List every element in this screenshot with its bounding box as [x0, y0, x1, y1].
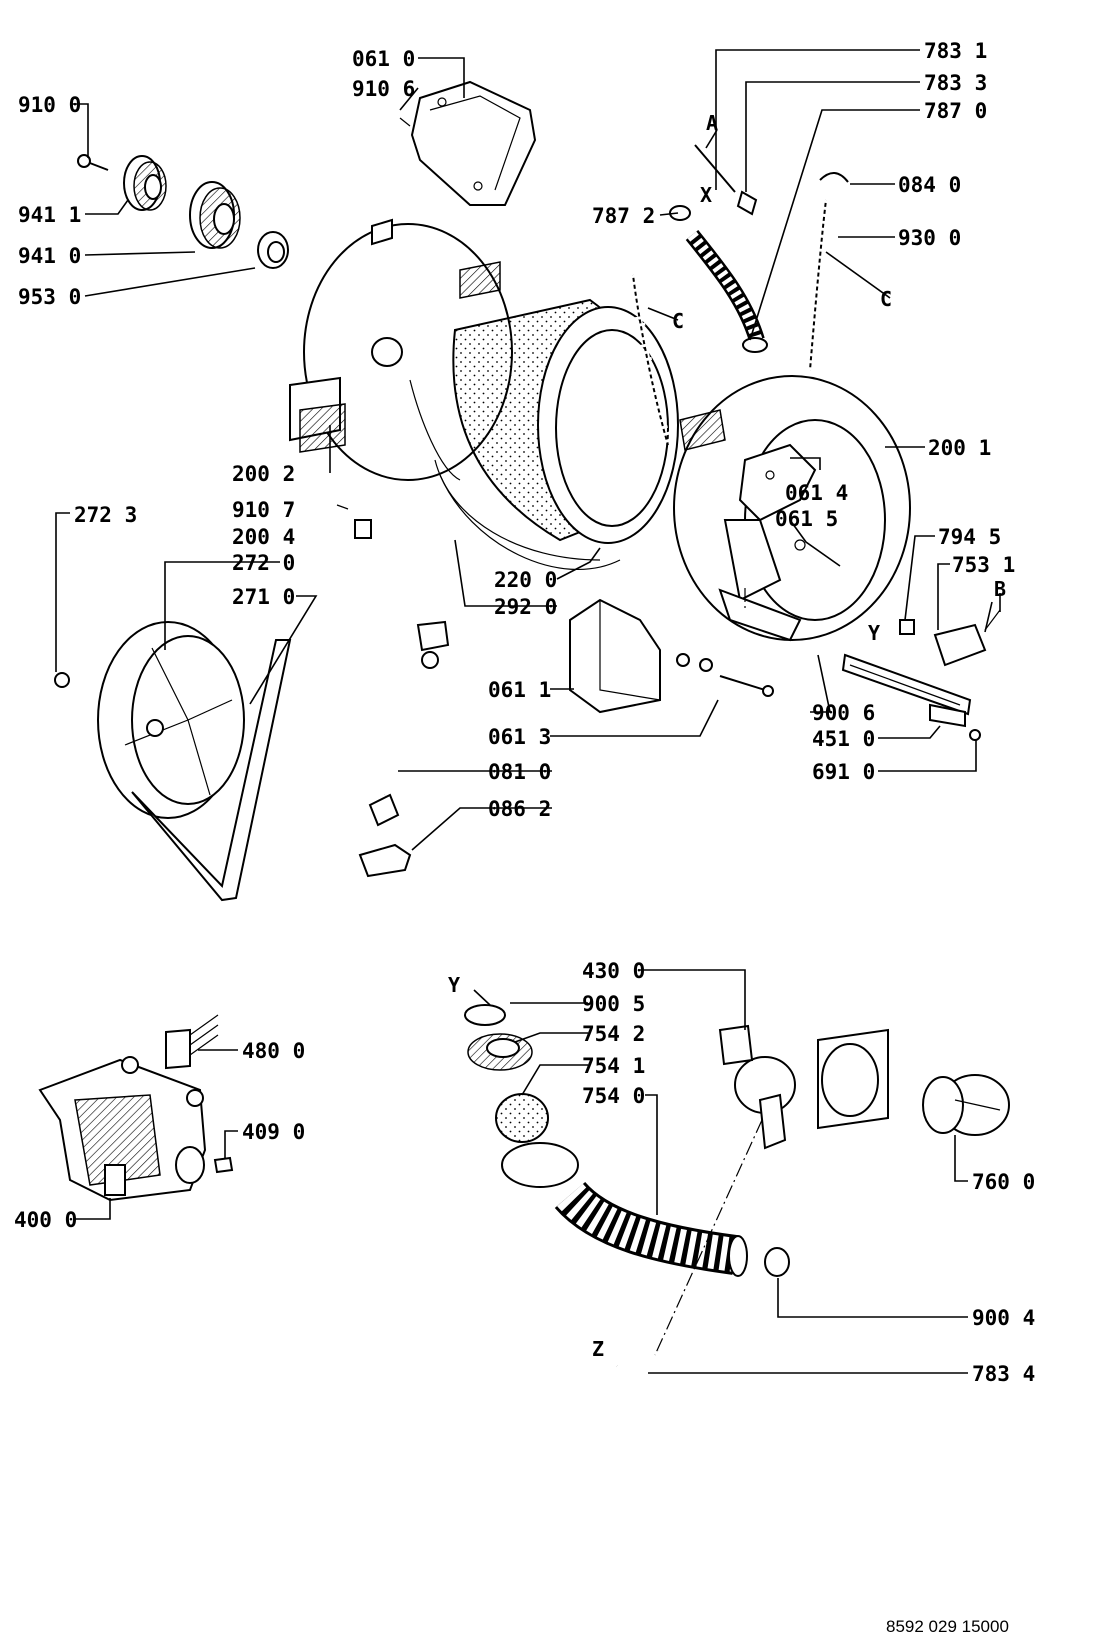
- nut-2723-part: [54, 672, 70, 688]
- label-7541: 754 1: [582, 1054, 645, 1078]
- label-7833: 783 3: [924, 71, 987, 95]
- label-9411: 941 1: [18, 203, 81, 227]
- clamp-9004-part: [764, 1247, 790, 1277]
- drum-2200-part: [434, 298, 679, 570]
- connector-4800-part: [165, 1014, 219, 1070]
- label-7834: 783 4: [972, 1362, 1035, 1386]
- label-0810: 081 0: [488, 760, 551, 784]
- label-9530: 953 0: [18, 285, 81, 309]
- label-0613: 061 3: [488, 725, 551, 749]
- letter-c-right: C: [880, 287, 892, 311]
- label-2002: 200 2: [232, 462, 295, 486]
- letter-a: A: [706, 111, 718, 135]
- seal-9530-part: [257, 231, 289, 269]
- label-7870: 787 0: [924, 99, 987, 123]
- label-9100: 910 0: [18, 93, 81, 117]
- label-2720: 272 0: [232, 551, 295, 575]
- label-2004: 200 4: [232, 525, 295, 549]
- label-0611: 061 1: [488, 678, 551, 702]
- label-2920: 292 0: [494, 595, 557, 619]
- hose-9300-part: [628, 172, 849, 447]
- counterweight-0611-part: [569, 598, 774, 714]
- sump-hose-7540-part: [464, 1004, 748, 1277]
- letter-y-lower: Y: [448, 973, 460, 997]
- label-9107: 910 7: [232, 498, 295, 522]
- bracket-0862-part: [358, 843, 412, 878]
- clip-4090-part: [213, 1156, 234, 1174]
- letter-b: B: [994, 577, 1006, 601]
- label-4300: 430 0: [582, 959, 645, 983]
- pulley-2720-part: [97, 621, 245, 819]
- diagram-code: 8592 029 15000: [886, 1617, 1009, 1636]
- letter-z: Z: [592, 1337, 604, 1361]
- label-2200: 220 0: [494, 568, 557, 592]
- label-9005: 900 5: [582, 992, 645, 1016]
- label-0862: 086 2: [488, 797, 551, 821]
- label-7540: 754 0: [582, 1084, 645, 1108]
- label-7531: 753 1: [952, 553, 1015, 577]
- label-4510: 451 0: [812, 727, 875, 751]
- label-9106: 910 6: [352, 77, 415, 101]
- label-7542: 754 2: [582, 1022, 645, 1046]
- bearing-9411-part: [123, 155, 167, 211]
- label-2723: 272 3: [74, 503, 137, 527]
- label-7872: 787 2: [592, 204, 655, 228]
- label-4800: 480 0: [242, 1039, 305, 1063]
- label-4000: 400 0: [14, 1208, 77, 1232]
- pump-4300-part: [718, 1024, 889, 1150]
- label-2710: 271 0: [232, 585, 295, 609]
- label-7600: 760 0: [972, 1170, 1035, 1194]
- clip-2004-part: [336, 504, 372, 539]
- shock-absorber-0810-part: [368, 620, 450, 827]
- axis-line-1: [654, 1119, 763, 1356]
- label-0610: 061 0: [352, 47, 415, 71]
- label-0840: 084 0: [898, 173, 961, 197]
- label-9300: 930 0: [898, 226, 961, 250]
- label-2001: 200 1: [928, 436, 991, 460]
- thermostat-7531-part: [899, 609, 1001, 667]
- label-7831: 783 1: [924, 39, 987, 63]
- label-7945: 794 5: [938, 525, 1001, 549]
- label-4090: 409 0: [242, 1120, 305, 1144]
- letter-x: X: [700, 183, 712, 207]
- filter-7600-part: [922, 1074, 1010, 1136]
- motor-4000-part: [38, 1056, 207, 1202]
- label-0614: 061 4: [785, 481, 848, 505]
- leader-lines: [55, 49, 1001, 1374]
- hose-7834-part: [616, 1347, 661, 1371]
- bracket-0610-part: [399, 80, 537, 206]
- heater-4510-part: [841, 653, 981, 741]
- label-9006: 900 6: [812, 701, 875, 725]
- front-tub-2001-part: [673, 375, 911, 642]
- label-9004: 900 4: [972, 1306, 1035, 1330]
- bearing-9410-part: [189, 181, 241, 249]
- letter-y-upper: Y: [868, 621, 880, 645]
- letter-c-left: C: [672, 309, 684, 333]
- bellows-7870-part: [669, 144, 768, 353]
- bolt-9100-part: [77, 154, 109, 171]
- label-0615: 061 5: [775, 507, 838, 531]
- label-6910: 691 0: [812, 760, 875, 784]
- label-9410: 941 0: [18, 244, 81, 268]
